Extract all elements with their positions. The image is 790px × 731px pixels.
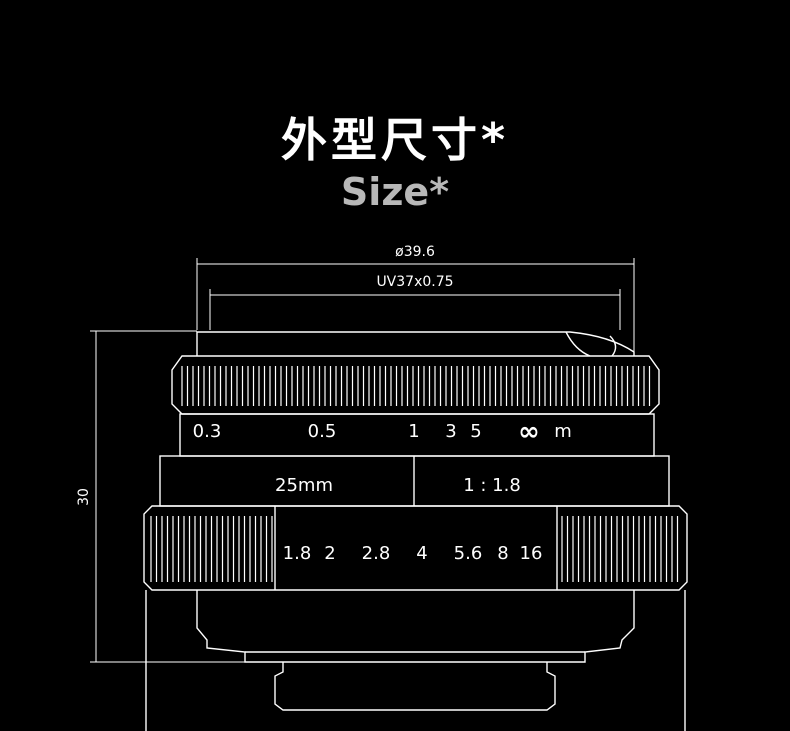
rear-mount (145, 590, 686, 731)
focus-distance-label: 1 (408, 421, 419, 442)
aperture-value-label: 1.8 (283, 543, 312, 564)
diameter-label: ø39.6 (395, 244, 435, 260)
aperture-ratio-label: 1 : 1.8 (463, 475, 521, 496)
page-subtitle: Size* (340, 170, 450, 214)
height-dimension: 30 (76, 330, 245, 663)
aperture-ring: 1.8 2 2.8 4 5.6 8 16 (143, 505, 688, 591)
focus-distance-label: 0.3 (193, 421, 222, 442)
focus-distance-label: 0.5 (308, 421, 337, 442)
focus-distance-label: ∞ (518, 417, 540, 447)
aperture-value-label: 2 (324, 543, 335, 564)
front-ring (196, 331, 635, 357)
thread-label: UV37x0.75 (376, 274, 453, 290)
aperture-value-label: 8 (497, 543, 508, 564)
spec-band: 25mm 1 : 1.8 (159, 455, 670, 507)
focus-distance-label: 3 (445, 421, 456, 442)
height-label: 30 (76, 488, 92, 506)
diameter-dimension: ø39.6 (196, 244, 635, 355)
focus-ring (171, 355, 660, 415)
focus-distance-label: 5 (470, 421, 481, 442)
focal-length-label: 25mm (275, 475, 333, 496)
aperture-value-label: 16 (520, 543, 543, 564)
aperture-value-label: 2.8 (362, 543, 391, 564)
page-title: 外型尺寸* (280, 113, 510, 167)
focus-distance-label: m (554, 421, 572, 442)
aperture-value-label: 4 (416, 543, 427, 564)
aperture-value-label: 5.6 (454, 543, 483, 564)
thread-dimension: UV37x0.75 (209, 274, 621, 330)
